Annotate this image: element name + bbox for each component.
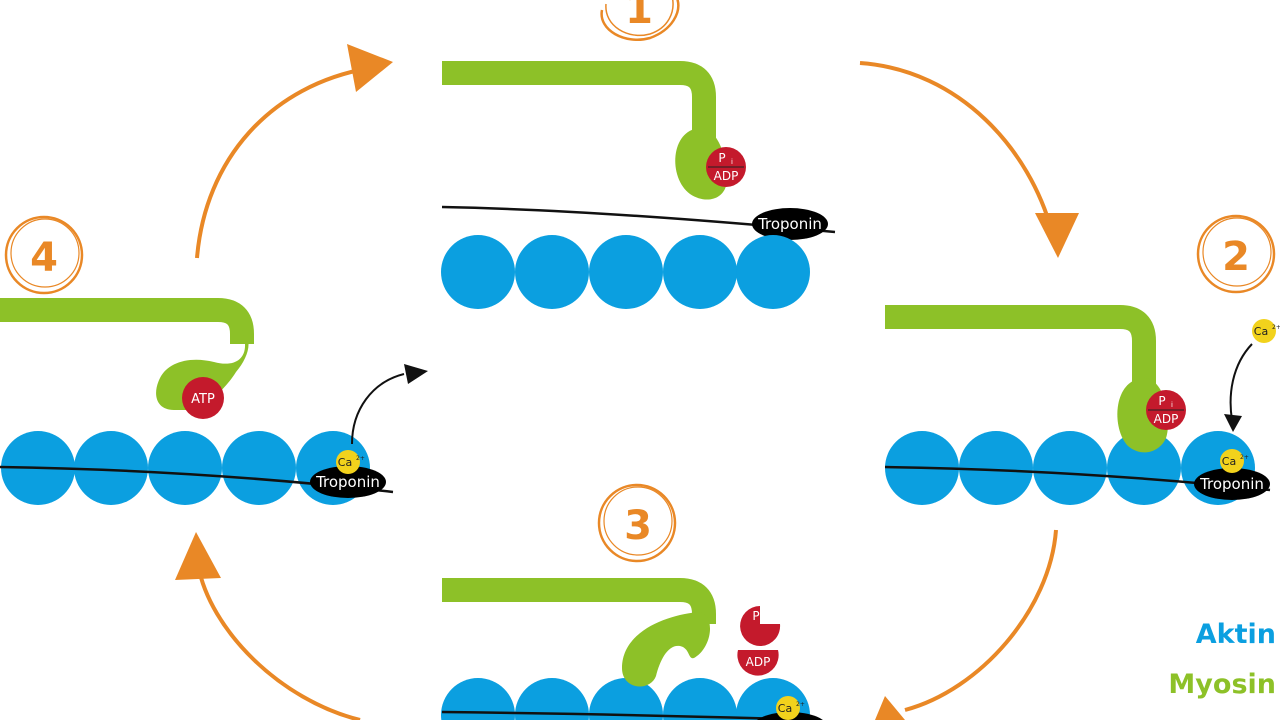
- svg-text:2+: 2+: [796, 701, 805, 708]
- actin-bead: [736, 235, 810, 309]
- step-badge-3: 3: [597, 483, 677, 563]
- calcium-bound-2: Ca 2+: [1220, 449, 1249, 473]
- step-badge-2: 2: [1196, 214, 1276, 294]
- cycle-arrows: [195, 61, 1058, 722]
- panel-2: P i ADP Troponin Ca 2+ Ca 2+: [884, 305, 1280, 505]
- calcium-free-2: Ca 2+: [1252, 319, 1280, 343]
- svg-text:Ca: Ca: [1222, 455, 1236, 468]
- calcium-release-arrow: [351, 373, 405, 445]
- actin-bead: [959, 431, 1033, 505]
- calcium-binding-arrowhead: [1224, 414, 1242, 432]
- calcium-binding-arrow: [1229, 343, 1253, 421]
- released-phosphate: P i: [740, 606, 781, 646]
- svg-text:2+: 2+: [1240, 454, 1249, 461]
- troponin-2: Troponin: [1194, 468, 1270, 500]
- arrowhead-2-to-3: [875, 696, 905, 720]
- actin-bead: [589, 235, 663, 309]
- troponin-1: Troponin: [752, 208, 828, 240]
- myosin-4: [0, 298, 254, 344]
- actin-bead: [663, 678, 737, 724]
- myosin-3: [442, 578, 716, 624]
- svg-text:P: P: [752, 609, 759, 623]
- actin-bead: [441, 235, 515, 309]
- actin-bead: [589, 678, 663, 724]
- actin-bead: [74, 431, 148, 505]
- svg-text:P: P: [1158, 394, 1165, 408]
- svg-text:Ca: Ca: [338, 456, 352, 469]
- arrowhead-1-to-2: [1035, 213, 1079, 258]
- step-badge-1: 1: [600, 0, 680, 41]
- myosin-2: [885, 305, 1156, 392]
- arrow-1-to-2: [859, 61, 1054, 233]
- phosphate-label: P: [718, 151, 725, 165]
- actin-bead: [515, 235, 589, 309]
- actin-bead: [222, 431, 296, 505]
- cycle-arrowheads: [175, 44, 1079, 720]
- legend-myosin: Myosin: [1168, 669, 1276, 700]
- step-number-4: 4: [30, 235, 58, 281]
- troponin-4: Troponin: [310, 466, 386, 498]
- svg-text:Ca: Ca: [778, 702, 792, 715]
- svg-text:i: i: [731, 158, 733, 166]
- step-badge-4: 4: [4, 215, 84, 295]
- calcium-bound-3: Ca 2+: [776, 696, 805, 720]
- actin-bead: [1107, 431, 1181, 505]
- step-number-1: 1: [625, 0, 653, 33]
- myosin-head-4: [156, 330, 249, 410]
- arrowhead-3-to-4: [175, 532, 221, 580]
- step-number-3: 3: [624, 503, 652, 549]
- arrow-2-to-3: [904, 529, 1058, 712]
- arrow-3-to-4: [196, 564, 361, 722]
- legend-aktin: Aktin: [1196, 619, 1276, 650]
- panel-1: P i ADP Troponin: [441, 61, 836, 309]
- myosin-head-3: [622, 612, 711, 687]
- svg-text:i: i: [1171, 401, 1173, 409]
- svg-text:ADP: ADP: [746, 655, 771, 669]
- svg-text:Troponin: Troponin: [315, 473, 380, 491]
- troponin-label: Troponin: [757, 215, 822, 233]
- svg-text:Troponin: Troponin: [1199, 475, 1264, 493]
- svg-text:ADP: ADP: [1154, 412, 1179, 426]
- pi-adp-complex-2: P i ADP: [1146, 390, 1186, 430]
- released-adp: ADP: [737, 650, 779, 676]
- arrow-4-to-1: [195, 66, 371, 259]
- legend: Aktin Myosin: [1168, 619, 1276, 700]
- panel-3: P i ADP Ca 2+: [441, 578, 827, 724]
- panel-4: ATP Troponin Ca 2+: [0, 298, 428, 505]
- step-number-2: 2: [1222, 234, 1250, 280]
- actin-bead: [1033, 431, 1107, 505]
- pi-adp-complex-1: P i ADP: [706, 147, 746, 187]
- adp-label: ADP: [714, 169, 739, 183]
- svg-text:i: i: [765, 616, 767, 624]
- actin-bead: [663, 235, 737, 309]
- atp-4: ATP: [182, 377, 224, 419]
- actin-filament-1: [441, 235, 810, 309]
- calcium-release-arrowhead: [404, 364, 428, 384]
- svg-text:Ca: Ca: [1254, 325, 1268, 338]
- svg-text:2+: 2+: [356, 455, 365, 462]
- calcium-bound-4: Ca 2+: [336, 450, 365, 474]
- svg-text:2+: 2+: [1272, 324, 1280, 331]
- actin-bead: [148, 431, 222, 505]
- myosin-1: [442, 61, 716, 140]
- arrowhead-4-to-1: [347, 44, 393, 92]
- atp-label: ATP: [191, 392, 215, 407]
